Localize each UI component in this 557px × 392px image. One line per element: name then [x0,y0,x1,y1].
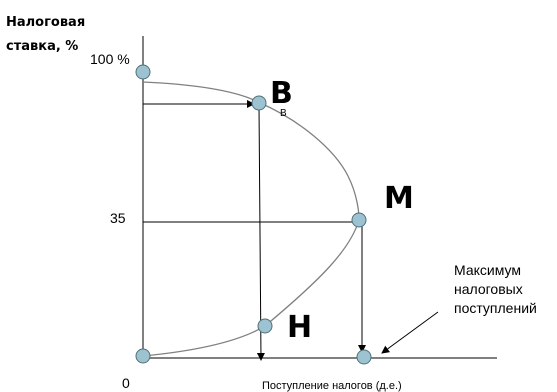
annotation-line2: налоговых [454,281,523,297]
point-m-marker [351,212,367,228]
laffer-curve [142,81,360,357]
point-m-label: М [384,181,414,216]
point-h-marker [257,318,273,334]
annotation-line3: поступлений [454,300,537,316]
y-tick-100: 100 % [90,51,130,67]
point-max-revenue-marker [356,349,372,365]
annotation-arrow [381,311,439,354]
guide-line-b-vertical [256,105,265,361]
point-top-marker [135,64,151,80]
point-b-sublabel: В [280,108,287,119]
point-b-marker [251,95,267,111]
annotation-line1: Максимум [454,262,521,278]
y-axis-title-line2: ставка, % [6,39,78,54]
point-b-label: В [270,76,293,111]
origin-label: 0 [122,375,130,391]
x-axis-title: Поступление налогов (д.е.) [262,380,402,392]
point-origin-marker [135,348,151,364]
y-tick-35: 35 [110,210,126,226]
point-h-label: Н [287,310,312,345]
y-axis-title-line1: Налоговая [6,15,85,30]
